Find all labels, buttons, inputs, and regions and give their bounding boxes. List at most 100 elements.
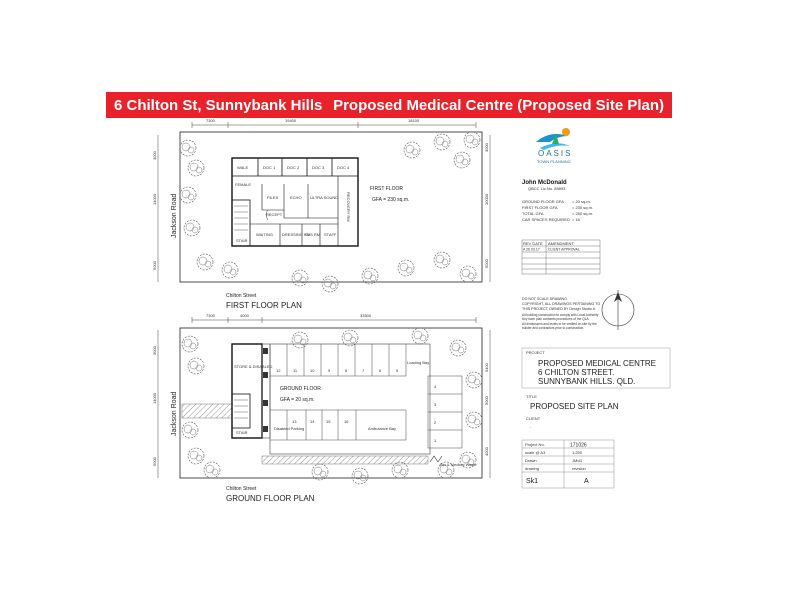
gf-bay-7: 7 — [362, 368, 365, 373]
designer-name: John McDonald — [522, 180, 567, 186]
rev-row-date: A 26.03.17 — [523, 248, 540, 252]
logo-name: OASIS — [538, 149, 572, 158]
title-banner: 6 Chilton St, Sunnybank Hills Proposed M… — [106, 92, 672, 118]
gf-bay-9: 9 — [328, 368, 331, 373]
ff-room-doc2: DOC 2 — [287, 165, 300, 170]
gf-dim-top-1: 7300 — [206, 313, 216, 318]
ff-room-wale: WALE — [237, 165, 249, 170]
logo-sub: TOWN PLANNING — [537, 159, 571, 164]
stat-value-0: = 20 sq.m. — [572, 199, 591, 204]
gf-bay-11: 11 — [293, 368, 298, 373]
ff-room-dressing: DRESSING RM — [282, 232, 310, 237]
gf-chilton-street: Chilton Street — [226, 486, 257, 492]
gf-ambulance-bay: Ambulance Bay — [368, 426, 396, 431]
oasis-logo: OASIS TOWN PLANNING — [536, 128, 572, 164]
ff-dim-right-3: 5000 — [484, 258, 489, 268]
project-label: PROJECT — [526, 350, 545, 355]
ff-room-echo: ECHO — [290, 195, 302, 200]
gf-floor-label: GROUND FLOOR — [280, 386, 321, 392]
gf-disabled-parking: Disabled Parking — [274, 426, 304, 431]
gf-room-store: STORE & DISABLED — [234, 364, 272, 369]
area-stats: GROUND FLOOR GFA = 20 sq.m. FIRST FLOOR … — [522, 199, 593, 222]
ff-room-recovery: RECOVERY RM — [346, 192, 351, 222]
ff-floor-label: FIRST FLOOR — [370, 186, 403, 192]
ff-room-ultrasound: ULTRA SOUND — [310, 195, 338, 200]
meta-label-0: Project No. — [525, 442, 545, 447]
client-value: - — [530, 424, 532, 429]
gf-bay-1: 1 — [434, 438, 437, 443]
designer-licence: QBCC Lic.No. 89893 — [528, 186, 566, 191]
ff-room-doc3: DOC 3 — [312, 165, 325, 170]
gf-dim-left-1: 3000 — [152, 345, 157, 355]
gf-bay-15: 15 — [326, 419, 331, 424]
stat-value-1: = 230 sq.m. — [572, 205, 593, 210]
note-4: Any town plan consents procedures of the… — [522, 317, 589, 321]
note-3: All building construction to comply with… — [522, 313, 599, 317]
ff-dim-left-1: 3000 — [152, 150, 157, 160]
gf-bay-13: 13 — [292, 419, 297, 424]
note-0: DO NOT SCALE DRAWING. — [522, 297, 568, 301]
drawing-notes: DO NOT SCALE DRAWING. COPYRIGHT, ALL DRA… — [522, 297, 600, 330]
gf-jackson-road: Jackson Road — [171, 392, 178, 436]
gf-bay-16: 16 — [344, 419, 349, 424]
meta-value-0: 171026 — [570, 443, 587, 449]
ff-room-cls: CLS RM — [305, 232, 320, 237]
north-arrow-icon — [601, 290, 635, 330]
project-line-1: 6 CHILTON STREET. — [538, 368, 614, 377]
rev-header-date: REV DATE — [523, 241, 543, 246]
stat-label-2: TOTAL GFA — [522, 211, 544, 216]
gf-bay-4: 4 — [434, 384, 437, 389]
gf-bay-5: 5 — [396, 368, 399, 373]
gf-bay-3: 3 — [434, 402, 437, 407]
note-1: COPYRIGHT, ALL DRAWINGS PERTAINING TO — [522, 302, 600, 306]
note-6: builder and contractors prior to constru… — [522, 326, 584, 330]
gf-dim-right-3: 4000 — [484, 446, 489, 456]
ff-dim-top-2: 19400 — [285, 118, 297, 123]
gf-bay-8: 8 — [345, 368, 348, 373]
gf-bay-14: 14 — [310, 419, 315, 424]
revision-table — [521, 239, 601, 275]
gf-dim-left-2: 14000 — [152, 392, 157, 404]
gf-loading-bay: Loading Bay — [407, 360, 429, 365]
ff-room-staff: STAFF — [324, 232, 337, 237]
ff-jackson-road: Jackson Road — [171, 194, 178, 238]
sheet-revision: A — [584, 478, 589, 485]
note-2: THIS PROJECT OWNED BY Design Studio 8. — [522, 307, 596, 311]
drawing-title: PROPOSED SITE PLAN — [530, 402, 619, 411]
ff-dim-right-1: 3000 — [484, 142, 489, 152]
gf-dim-right-2: 5000 — [484, 395, 489, 405]
gf-bin: Bin & Medical Waste — [440, 462, 478, 467]
meta-label-2: Drawn — [525, 458, 537, 463]
meta-value-2: JMcD — [572, 458, 582, 463]
ff-plan-title: FIRST FLOOR PLAN — [226, 301, 302, 310]
stat-label-0: GROUND FLOOR GFA — [522, 199, 564, 204]
gf-bay-2: 2 — [434, 420, 437, 425]
rev-header-amend: AMENDMENT — [548, 241, 574, 246]
gf-bay-10: 10 — [310, 368, 315, 373]
gf-bay-6: 6 — [379, 368, 382, 373]
stat-label-1: FIRST FLOOR GFA — [522, 205, 558, 210]
ff-room-recept: RECEPT — [266, 212, 283, 217]
ff-room-doc4: DOC 4 — [337, 165, 350, 170]
ff-room-female: FEMALE — [235, 182, 251, 187]
stat-value-2: = 250 sq.m. — [572, 211, 593, 216]
title-label: TITLE — [526, 394, 537, 399]
stat-label-3: CAR SPACES REQUIRED — [522, 217, 570, 222]
ff-chilton-street: Chilton Street — [226, 293, 257, 299]
ff-room-stair: STAIR — [236, 238, 248, 243]
client-label: CLIENT — [526, 416, 541, 421]
banner-address: 6 Chilton St, Sunnybank Hills — [114, 96, 323, 114]
ff-dim-left-2: 14000 — [152, 193, 157, 205]
first-floor-plan: 7300 19400 18100 3000 14000 5000 3000 10… — [152, 118, 491, 310]
project-line-0: PROPOSED MEDICAL CENTRE — [538, 359, 656, 368]
note-5: All dimensions and levels to be verified… — [522, 322, 597, 326]
title-block: OASIS TOWN PLANNING John McDonald QBCC L… — [521, 128, 671, 489]
ff-room-doc1: DOC 1 — [263, 165, 276, 170]
ff-dim-left-3: 5000 — [152, 260, 157, 270]
gf-gfa: GFA = 20 sq.m. — [280, 397, 315, 403]
stat-value-3: = 16 — [572, 217, 581, 222]
meta-label-1: scale @ A3 — [525, 450, 546, 455]
ff-dim-right-2: 10000 — [484, 193, 489, 205]
ff-dim-top-1: 7300 — [206, 118, 216, 123]
